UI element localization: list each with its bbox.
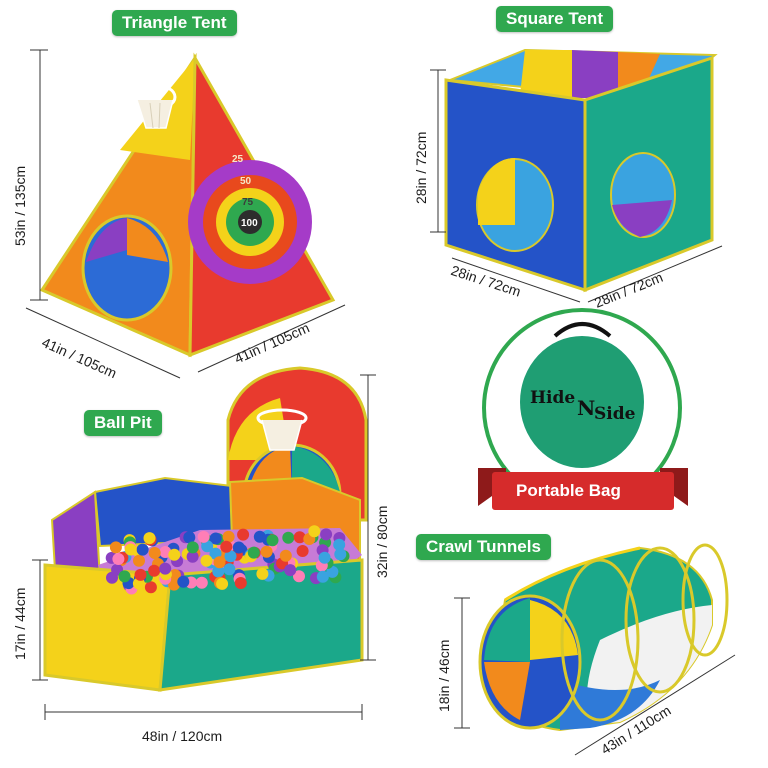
triangle-height-dimension: 53in / 135cm: [12, 165, 28, 246]
play-ball: [124, 543, 137, 556]
play-ball: [118, 570, 131, 583]
play-ball: [112, 553, 125, 565]
play-ball: [201, 540, 214, 553]
play-ball: [247, 546, 260, 559]
play-ball: [293, 531, 306, 544]
play-ball: [279, 549, 292, 562]
play-ball: [186, 541, 199, 554]
play-ball: [232, 541, 245, 554]
triangle-tent-label: Triangle Tent: [112, 10, 237, 36]
ballpit-short-height-dimension: 17in / 44cm: [12, 587, 28, 660]
play-ball: [159, 562, 172, 575]
play-ball: [177, 575, 190, 588]
play-ball: [234, 577, 247, 589]
play-ball: [209, 532, 222, 545]
play-ball: [133, 554, 145, 567]
tunnel-height-dimension: 18in / 46cm: [436, 639, 452, 712]
play-ball: [144, 581, 157, 594]
play-ball: [183, 531, 196, 544]
play-ball: [326, 565, 339, 578]
target-ring-25: 25: [232, 154, 244, 165]
play-ball: [296, 545, 309, 557]
triangle-tent: [39, 52, 336, 358]
play-ball: [293, 570, 305, 583]
play-ball: [134, 568, 147, 581]
play-ball: [223, 563, 236, 576]
bag-brand-side: Side: [594, 404, 636, 424]
play-ball: [282, 531, 295, 544]
play-ball: [220, 540, 233, 553]
ballpit-tall-height-dimension: 32in / 80cm: [374, 505, 390, 578]
square-height-dimension: 28in / 72cm: [413, 131, 429, 204]
play-ball: [256, 567, 269, 580]
play-ball: [197, 530, 210, 543]
play-ball: [222, 530, 235, 543]
play-ball: [320, 528, 333, 541]
bag-brand-hide: Hide: [530, 388, 576, 408]
play-ball: [333, 538, 346, 551]
target-ring-75: 75: [242, 197, 254, 208]
target-ring-100: 100: [241, 218, 258, 229]
play-ball: [316, 570, 329, 583]
ball-pit-label: Ball Pit: [84, 410, 162, 436]
bag-brand-n: N: [577, 396, 596, 420]
square-tent: [444, 48, 718, 293]
play-ball: [224, 550, 237, 563]
play-ball: [168, 578, 180, 591]
play-ball: [334, 548, 347, 561]
play-ball: [136, 543, 149, 556]
play-ball: [148, 564, 161, 577]
play-ball: [148, 547, 161, 559]
play-ball: [200, 554, 213, 567]
play-ball: [212, 565, 225, 578]
play-ball: [168, 569, 181, 582]
portable-bag-label: Portable Bag: [516, 481, 621, 500]
ball-pit: [43, 366, 368, 692]
play-ball: [186, 550, 199, 563]
play-ball: [195, 576, 208, 589]
portable-bag: [478, 308, 688, 510]
crawl-tunnels-label: Crawl Tunnels: [416, 534, 551, 560]
play-ball: [266, 534, 279, 547]
play-ball: [159, 546, 172, 558]
crawl-tunnel: [478, 543, 729, 732]
play-ball: [308, 525, 321, 538]
play-ball: [213, 556, 226, 569]
play-ball: [237, 528, 250, 541]
play-ball: [168, 548, 181, 561]
play-ball: [260, 545, 273, 558]
target-ring-50: 50: [240, 176, 252, 187]
play-ball: [318, 551, 331, 564]
ballpit-width-dimension: 48in / 120cm: [142, 728, 223, 744]
square-tent-label: Square Tent: [496, 6, 613, 32]
play-ball: [109, 541, 122, 554]
play-ball: [143, 532, 156, 545]
play-ball: [284, 564, 297, 577]
play-ball: [216, 577, 229, 590]
